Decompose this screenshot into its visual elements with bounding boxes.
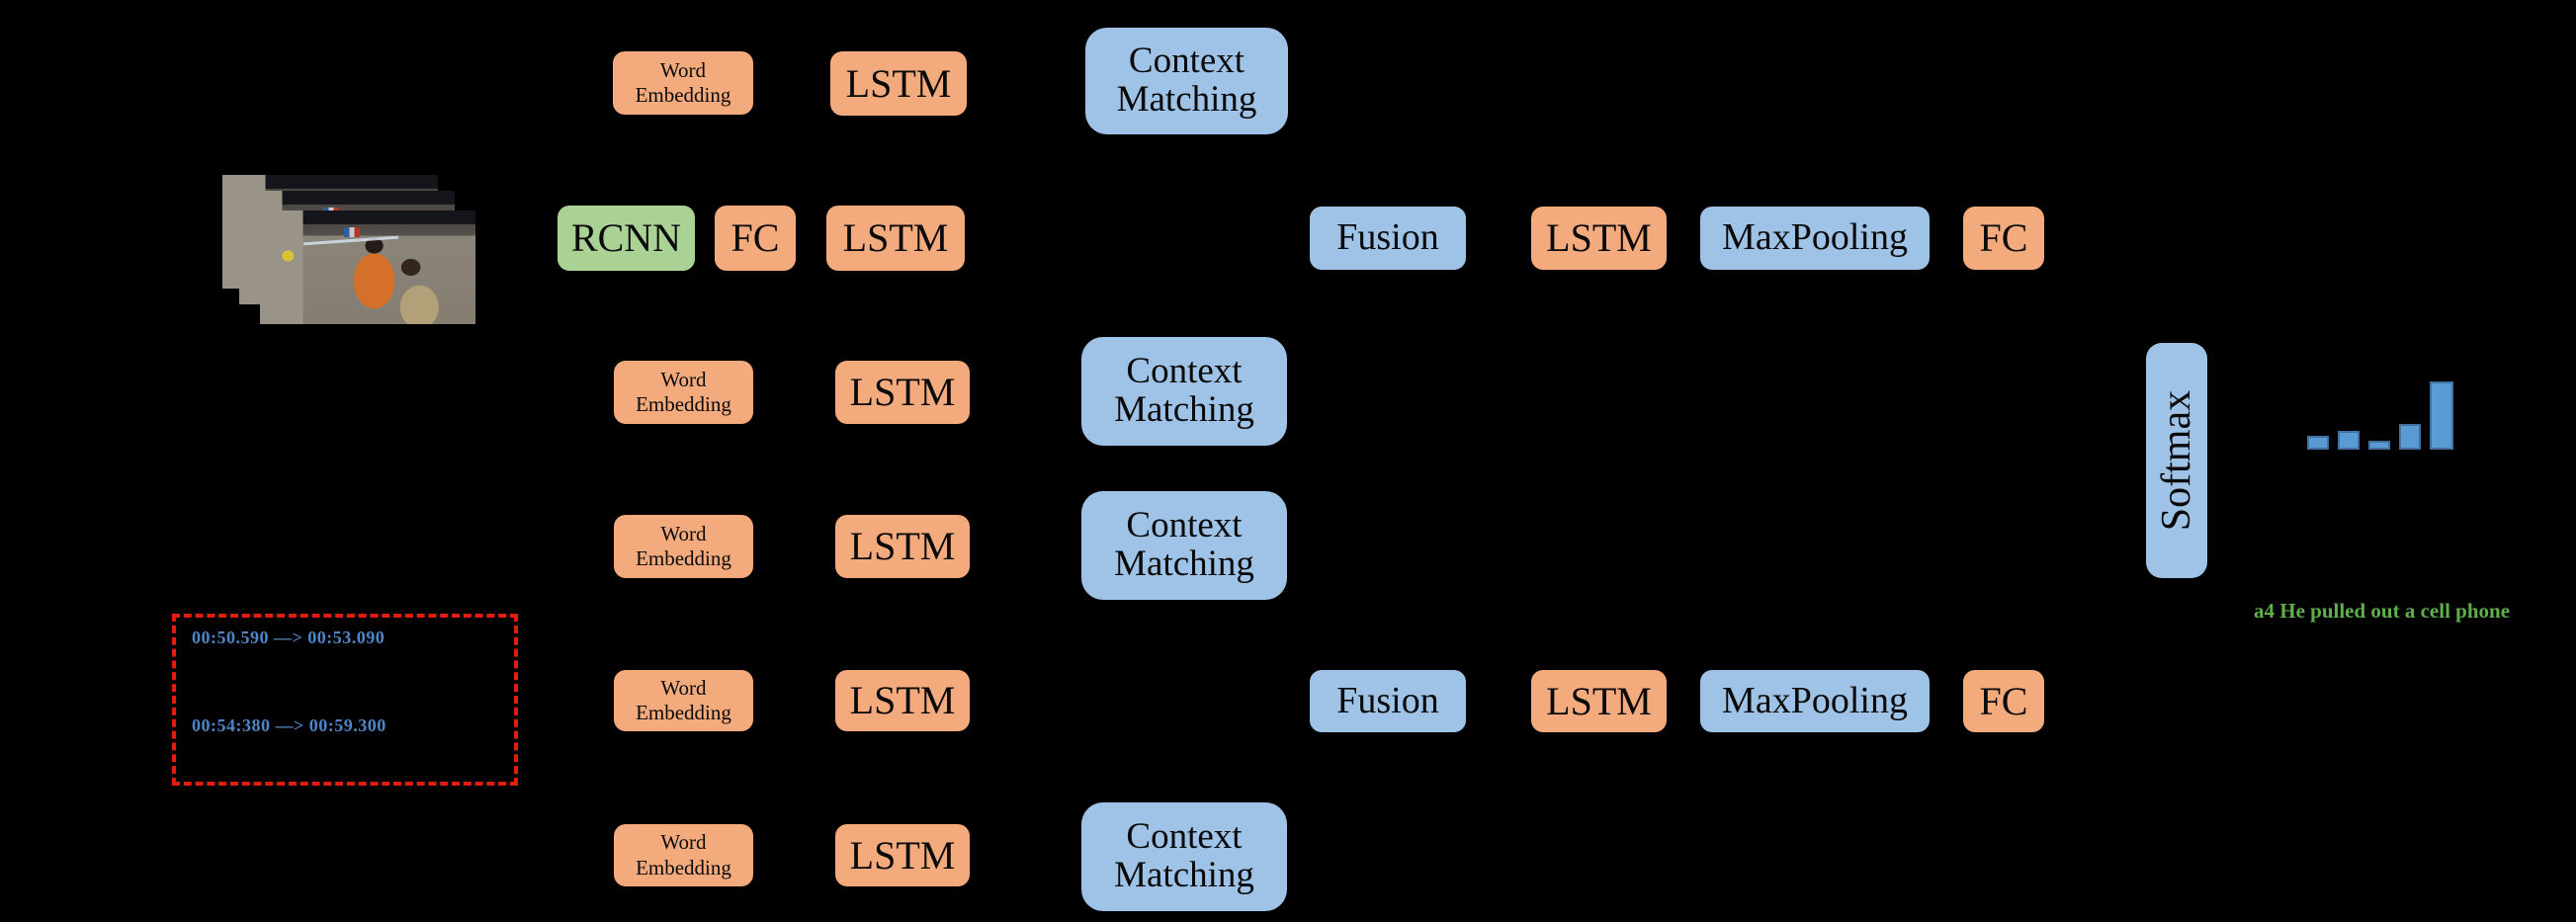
context-matching-box: Context Matching bbox=[1081, 802, 1287, 911]
fusion-box: Fusion bbox=[1310, 207, 1466, 270]
word-embedding-box: Word Embedding bbox=[613, 51, 753, 115]
rcnn-box: RCNN bbox=[558, 206, 695, 271]
lstm-box: LSTM bbox=[835, 824, 970, 886]
context-matching-box: Context Matching bbox=[1081, 337, 1287, 446]
fc-box: FC bbox=[1963, 670, 2044, 732]
answer-scores-bar-chart bbox=[2307, 381, 2465, 450]
softmax-box: Softmax bbox=[2146, 343, 2207, 578]
fusion-box: Fusion bbox=[1310, 670, 1466, 732]
lstm-box: LSTM bbox=[1531, 670, 1667, 732]
context-matching-box: Context Matching bbox=[1085, 28, 1288, 134]
fc-box: FC bbox=[1963, 207, 2044, 270]
lstm-box: LSTM bbox=[1531, 207, 1667, 270]
context-matching-box: Context Matching bbox=[1081, 491, 1287, 600]
lstm-box: LSTM bbox=[826, 206, 965, 271]
word-embedding-box: Word Embedding bbox=[614, 670, 753, 731]
subtitle-timestamps-box: 00:50.590 —> 00:53.090 00:54:380 —> 00:5… bbox=[172, 614, 518, 786]
answer-score-bar bbox=[2338, 431, 2360, 450]
lstm-box: LSTM bbox=[830, 51, 967, 116]
video-frame-thumbnail-front bbox=[260, 210, 475, 324]
answer-score-bar bbox=[2307, 436, 2329, 450]
lstm-box: LSTM bbox=[835, 670, 970, 731]
predicted-answer-text: a4 He pulled out a cell phone bbox=[2254, 599, 2511, 623]
answer-score-bar bbox=[2399, 424, 2421, 450]
lstm-box: LSTM bbox=[835, 361, 970, 424]
answer-score-bar bbox=[2368, 441, 2390, 450]
word-embedding-box: Word Embedding bbox=[614, 361, 753, 424]
softmax-label: Softmax bbox=[2153, 389, 2199, 532]
lstm-box: LSTM bbox=[835, 515, 970, 578]
subtitle-timestamp: 00:50.590 —> 00:53.090 bbox=[192, 628, 386, 647]
answer-score-bar bbox=[2430, 381, 2453, 450]
subtitle-timestamp: 00:54:380 —> 00:59.300 bbox=[192, 715, 386, 735]
maxpooling-box: MaxPooling bbox=[1700, 207, 1930, 270]
word-embedding-box: Word Embedding bbox=[614, 824, 753, 886]
maxpooling-box: MaxPooling bbox=[1700, 670, 1930, 732]
fc-box: FC bbox=[715, 206, 796, 271]
word-embedding-box: Word Embedding bbox=[614, 515, 753, 578]
